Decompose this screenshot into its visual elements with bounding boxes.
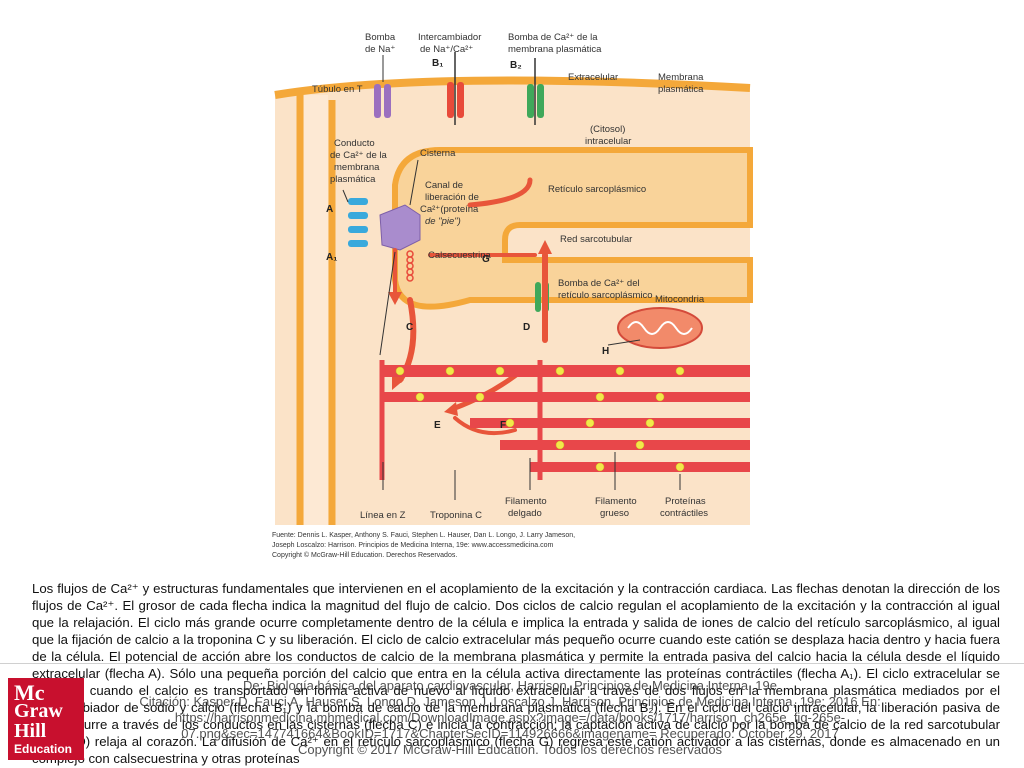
label-extracelular: Extracelular: [568, 72, 618, 83]
label-b2: B₂: [510, 60, 522, 71]
label-conducto-4: plasmática: [330, 174, 376, 185]
source-line-1: Fuente: Dennis L. Kasper, Anthony S. Fau…: [272, 532, 575, 539]
logo-line-1: Mc: [14, 680, 45, 705]
label-bomba-na-2: de Na⁺: [365, 44, 395, 55]
label-f: F: [500, 420, 506, 431]
label-bomba-reticulo-2: retículo sarcoplásmico: [558, 290, 653, 301]
label-bomba-reticulo-1: Bomba de Ca²⁺ del: [558, 278, 640, 289]
label-e: E: [434, 420, 441, 431]
label-bomba-na-1: Bomba: [365, 32, 396, 43]
source-line-3: Copyright © McGraw-Hill Education. Derec…: [272, 551, 457, 559]
label-conducto-1: Conducto: [334, 138, 375, 149]
citation-line-2: Citación: Kasper D, Fauci A, Hauser S, L…: [139, 694, 881, 709]
label-intercambiador-1: Intercambiador: [418, 32, 481, 43]
label-b1: B₁: [432, 58, 443, 69]
label-c: C: [406, 322, 413, 333]
label-red: Red sarcotubular: [560, 234, 632, 245]
label-filamento-delgado-2: delgado: [508, 508, 542, 519]
label-proteinas-1: Proteínas: [665, 496, 706, 507]
logo-line-3: Hill: [14, 720, 47, 742]
citation-line-3[interactable]: https://harrisonmedicina.mhmedical.com/D…: [174, 710, 846, 725]
label-tubulo: Túbulo en T: [312, 84, 363, 95]
label-bomba-ca-1: Bomba de Ca²⁺ de la: [508, 32, 598, 43]
foot-protein-icon: [379, 204, 421, 251]
logo-line-4: Education: [14, 742, 73, 756]
label-citosol-1: (Citosol): [590, 124, 625, 135]
label-canal-3: Ca²⁺(proteína: [420, 204, 479, 215]
label-proteinas-2: contráctiles: [660, 508, 708, 519]
na-ca-exchanger-icon: [447, 52, 464, 125]
membrane-ca-pump-icon: [527, 58, 544, 125]
troponin-nodes: [395, 366, 685, 472]
na-pump-icon: [374, 84, 391, 118]
figure-caption: Los flujos de Ca²⁺ y estructuras fundame…: [32, 581, 1000, 766]
label-filamento-grueso-1: Filamento: [595, 496, 637, 507]
label-g: G: [482, 254, 490, 265]
label-conducto-3: membrana: [334, 162, 380, 173]
citation-line-4: 07.png&sec=147741664&BookID=1717&Chapter…: [181, 726, 839, 741]
label-calsecuestrina: Calsecuestrina: [428, 250, 492, 261]
source-line-2: Joseph Loscalzo: Harrison. Principios de…: [272, 542, 553, 549]
citation-line-1: De: Biología básica del aparato cardiova…: [242, 678, 777, 693]
t-tubule: [296, 92, 336, 525]
label-conducto-2: de Ca²⁺ de la: [330, 150, 387, 161]
label-a1: A₁: [326, 252, 337, 263]
mcgraw-hill-logo: Mc Graw Hill Education: [8, 678, 84, 760]
label-canal-2: liberación de: [425, 192, 479, 203]
label-cisterna: Cisterna: [420, 148, 456, 159]
calcium-flux-diagram: Bomba de Na⁺ Intercambiador de Na⁺/Ca²⁺ …: [272, 32, 753, 559]
label-a: A: [326, 204, 333, 215]
plasma-membrane: [274, 76, 751, 99]
label-reticulo: Retículo sarcoplásmico: [548, 184, 646, 195]
calsequestrin-chain: [406, 250, 414, 282]
label-intercambiador-2: de Na⁺/Ca²⁺: [420, 44, 473, 55]
label-membrana-1: Membrana: [658, 72, 704, 83]
label-filamento-grueso-2: grueso: [600, 508, 629, 519]
label-troponina: Troponina C: [430, 510, 482, 521]
logo-line-2: Graw: [14, 700, 63, 722]
citation-overlay: De: Biología básica del aparato cardiova…: [100, 678, 920, 758]
myofibrils: [379, 360, 750, 480]
membrane-ca-channel-icon: [348, 198, 368, 247]
label-filamento-delgado-1: Filamento: [505, 496, 547, 507]
divider: [0, 663, 1024, 664]
label-mitocondria: Mitocondria: [655, 294, 705, 305]
label-membrana-2: plasmática: [658, 84, 704, 95]
label-citosol-2: intracelular: [585, 136, 631, 147]
copyright-line: Copyright © 2017 McGraw-Hill Education. …: [297, 742, 723, 757]
label-canal-1: Canal de: [425, 180, 463, 191]
label-h: H: [602, 346, 609, 357]
label-canal-4: de "pie"): [425, 216, 461, 227]
mitochondrion-icon: [617, 307, 703, 349]
label-d: D: [523, 322, 530, 333]
label-linea-z: Línea en Z: [360, 510, 406, 521]
label-bomba-ca-2: membrana plasmática: [508, 44, 602, 55]
